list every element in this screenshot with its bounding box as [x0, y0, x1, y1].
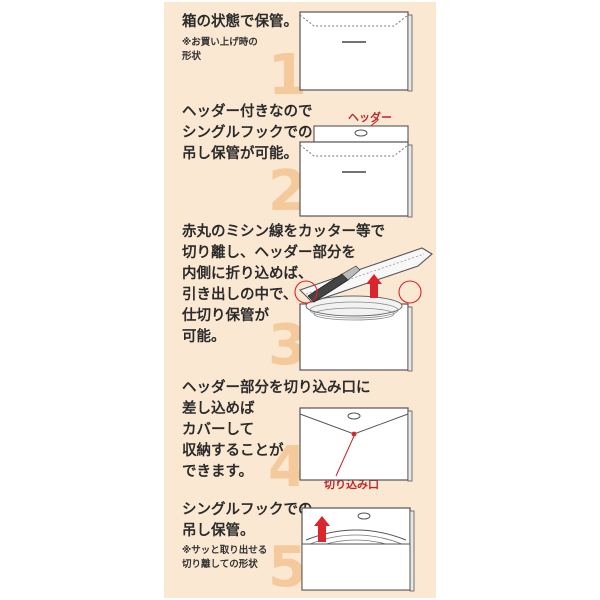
step-1-note: ※お買い上げ時の 形状	[182, 37, 258, 62]
up-arrow-icon	[314, 516, 330, 542]
open-hanging-box-illustration	[301, 507, 415, 592]
step-2: ヘッダー付きなので シングルフックでの 吊し保管が可能。 2 ヘッダー	[164, 102, 436, 222]
slot-marker-icon	[351, 431, 357, 437]
hook-hole-icon	[347, 412, 361, 420]
perforation-circle-left	[294, 280, 318, 304]
step-2-text: ヘッダー付きなので シングルフックでの 吊し保管が可能。	[182, 104, 313, 162]
cut-box-illustration	[294, 247, 433, 372]
step-5-number: 5	[268, 535, 307, 600]
step-1: 箱の状態で保管。 ※お買い上げ時の 形状 1	[164, 2, 436, 112]
perforation-circle-right	[398, 280, 422, 304]
step-4: ヘッダー部分を切り込み口に 差し込めば カバーして 収納することが できます。 …	[164, 378, 436, 496]
covered-box-illustration	[299, 407, 413, 482]
closed-box-illustration	[299, 11, 413, 92]
up-arrow-icon	[366, 274, 382, 298]
slot-callout-label: 切り込み口	[324, 478, 379, 491]
step-5: シングルフックでの 吊し保管。 ※サッと取り出せる 切り離しての形状 5	[164, 496, 436, 598]
hook-hole-icon	[357, 512, 371, 520]
header-callout-label: ヘッダー	[348, 111, 392, 124]
step-5-note: ※サッと取り出せる 切り離しての形状	[182, 545, 268, 570]
hanging-box-illustration	[299, 119, 413, 218]
step-1-text: 箱の状態で保管。	[182, 14, 298, 30]
step-5-text: シングルフックでの 吊し保管。	[182, 502, 313, 539]
step-3-text: 赤丸のミシン線をカッター等で 切り離し、ヘッダー部分を 内側に折り込めば、 引き…	[182, 224, 385, 345]
step-3: 赤丸のミシン線をカッター等で 切り離し、ヘッダー部分を 内側に折り込めば、 引き…	[164, 222, 436, 378]
step-4-text: ヘッダー部分を切り込み口に 差し込めば カバーして 収納することが できます。	[182, 380, 371, 480]
hook-hole-icon	[354, 129, 368, 137]
